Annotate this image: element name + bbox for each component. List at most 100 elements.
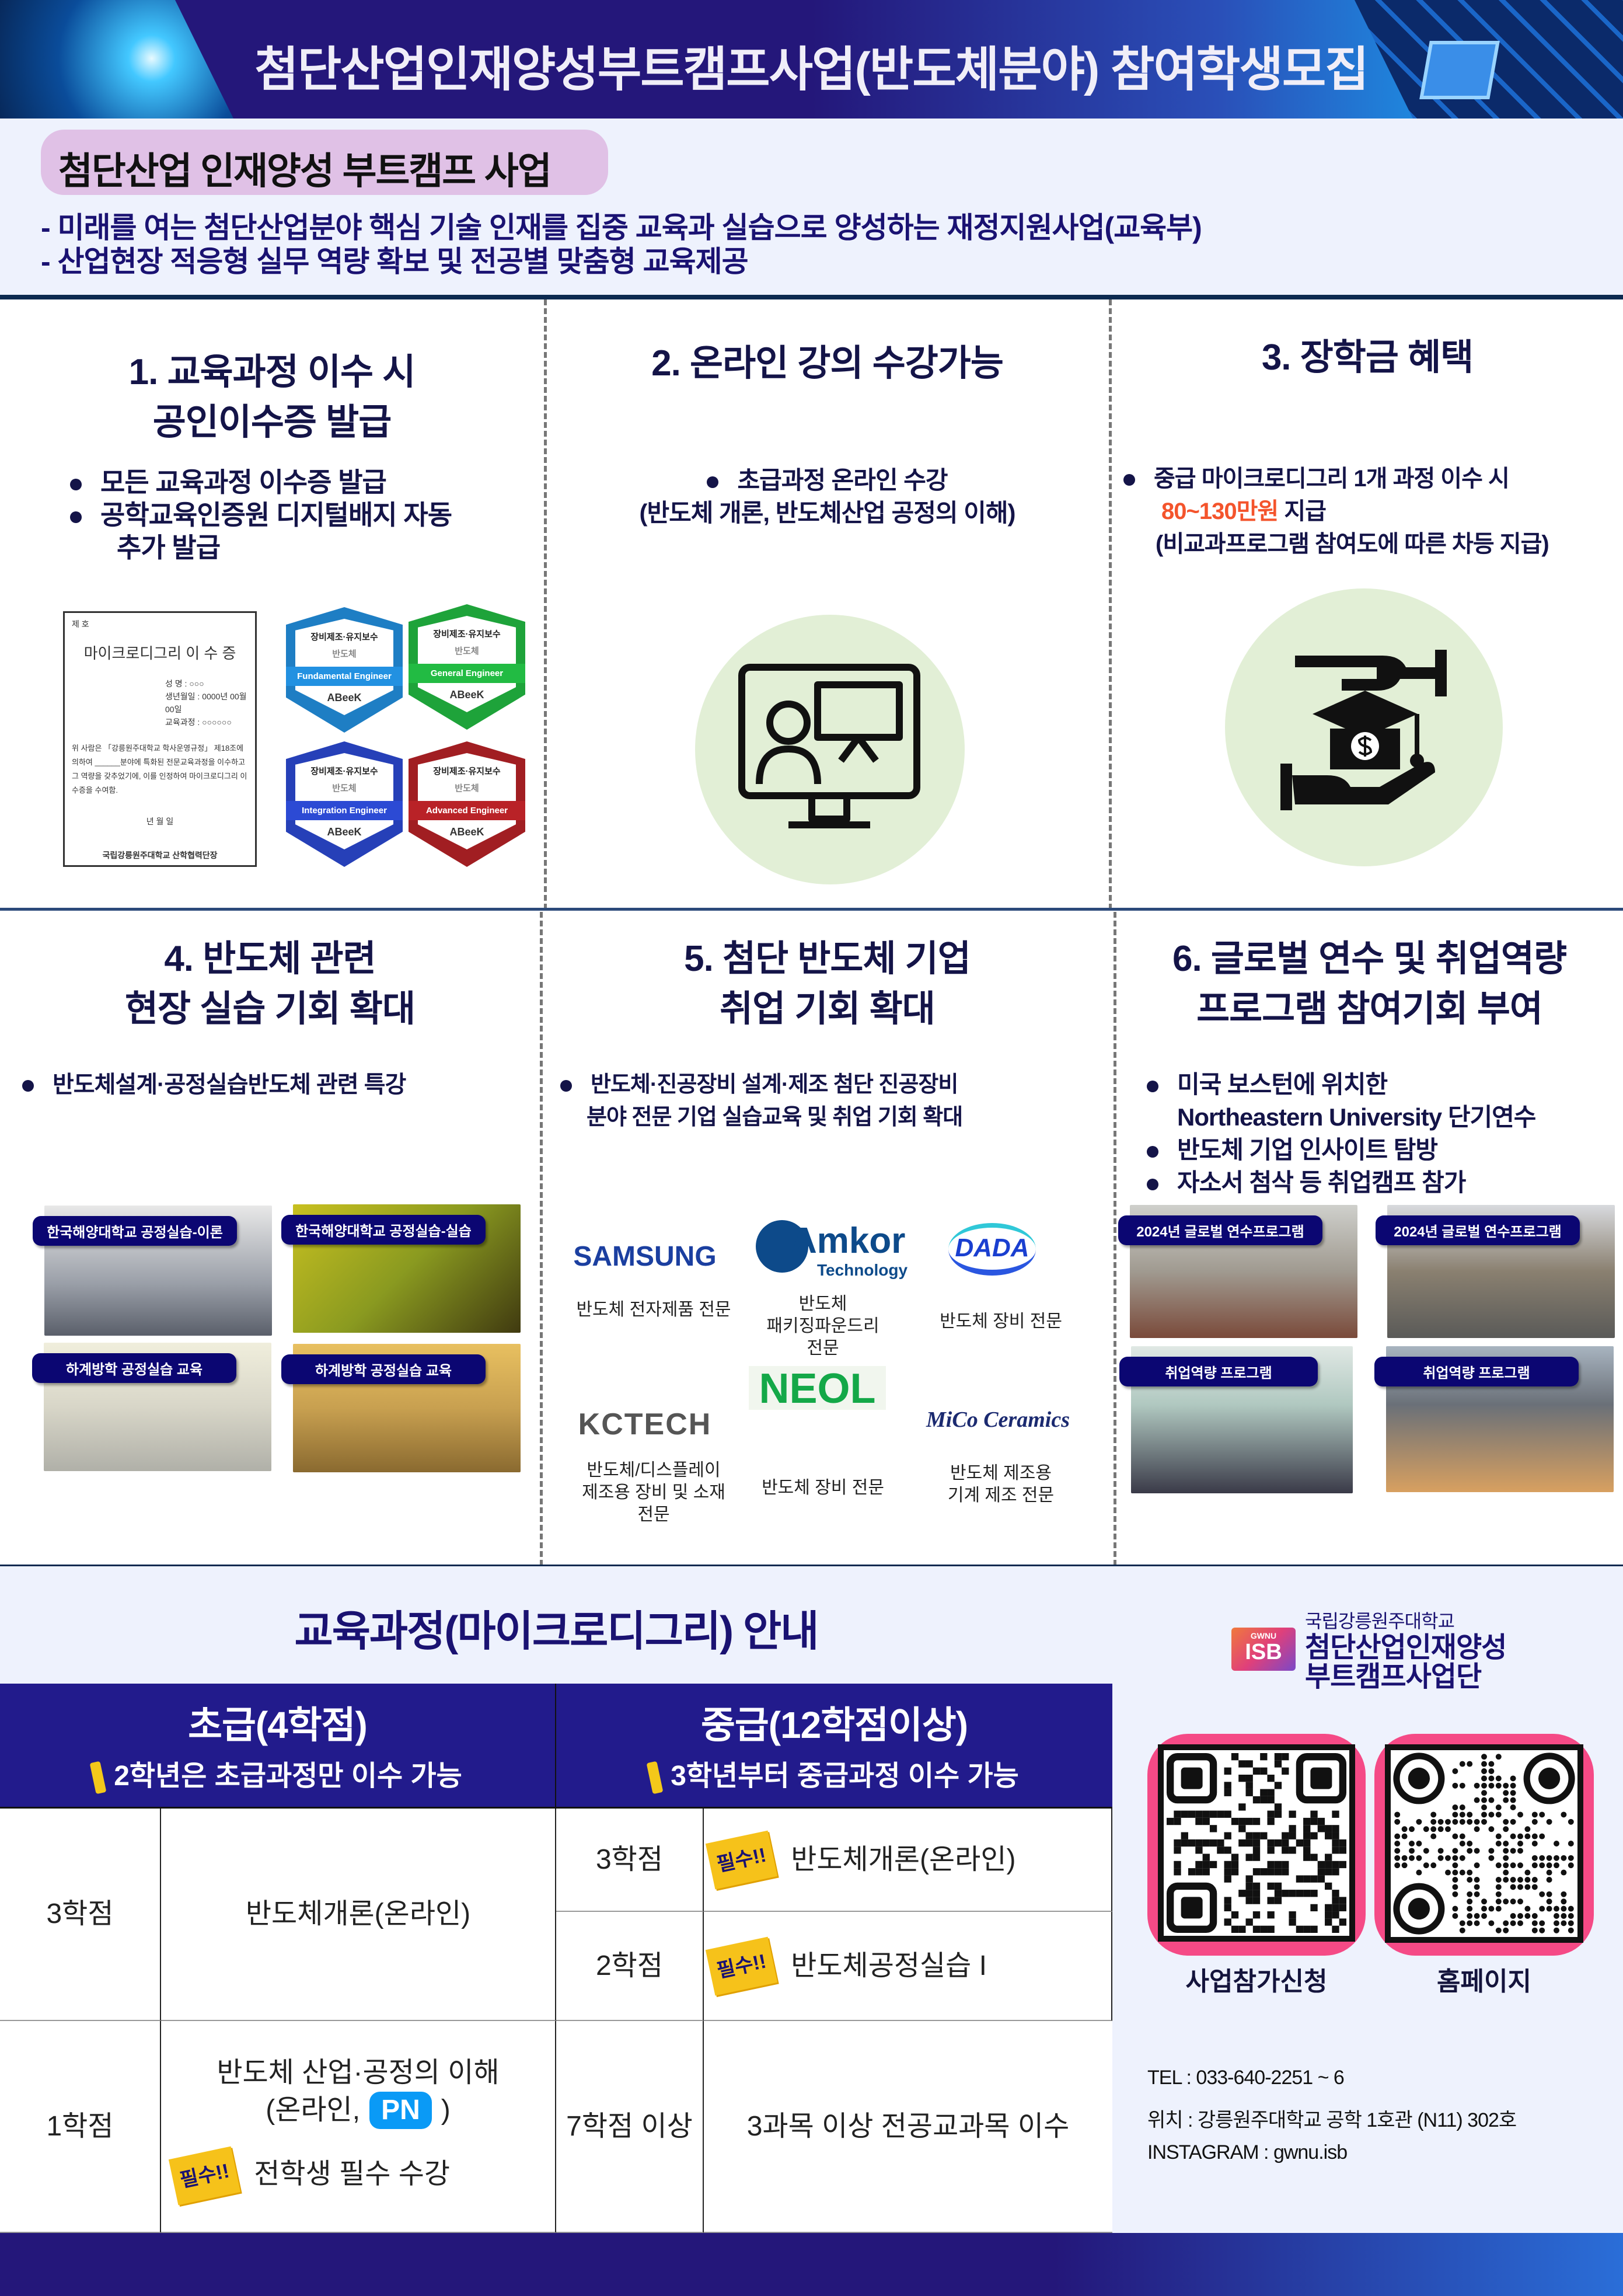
- title-line: 5. 첨단 반도체 기업: [684, 939, 971, 979]
- badge-top: 장비제조·유지보수: [433, 767, 501, 776]
- amkor-name: Amkor: [791, 1221, 906, 1261]
- bullet-list: 반도체·진공장비 설계·제조 첨단 진공장비 분야 전문 기업 실습교육 및 취…: [560, 1068, 963, 1134]
- bullet-text: 지급: [1284, 499, 1327, 524]
- cert-issuer: 국립강릉원주대학교 산학협력단장: [102, 851, 218, 860]
- bullet-text: 중급 마이크로디그리 1개 과정 이수 시: [1154, 466, 1510, 492]
- qr-apply[interactable]: [1147, 1734, 1366, 1956]
- bullet-text: 반도체 기업 인사이트 탐방: [1177, 1136, 1438, 1163]
- bullet-text: 반도체설계·공정실습반도체 관련 특강: [53, 1072, 406, 1098]
- section-5-title: 5. 첨단 반도체 기업 취업 기회 확대: [543, 934, 1112, 1034]
- contact-location: 위치 : 강릉원주대학교 공학 1호관 (N11) 302호: [1147, 2109, 1517, 2131]
- subject-cell: 3과목 이상 전공교과목 이수: [704, 2021, 1112, 2233]
- badge-label: Integration Engineer: [286, 801, 403, 820]
- badge-top: 장비제조·유지보수: [310, 767, 378, 776]
- title-line: 4. 반도체 관련: [164, 939, 376, 979]
- subject-text: 반도체 산업·공정의 이해: [217, 2057, 500, 2088]
- photo-label: 하계방학 공정실습 교육: [281, 1354, 486, 1384]
- required-badge: 필수!!: [168, 2146, 241, 2205]
- footer-bar: [0, 2233, 1623, 2296]
- bullet-list: 미국 보스턴에 위치한 Northeastern University 단기연수…: [1147, 1068, 1536, 1199]
- scholarship-illustration: [1225, 588, 1503, 866]
- bullet-text: (비교과프로그램 참여도에 따른 차등 지급): [1156, 531, 1549, 557]
- badge-brand: ABeeK: [449, 689, 484, 701]
- intro-line: - 미래를 여는 첨단산업분야 핵심 기술 인재를 집중 교육과 실습으로 양성…: [41, 211, 1202, 244]
- bullet-text: 공학교육인증원 디지털배지 자동: [100, 500, 452, 530]
- bullet-text: 분야 전문 기업 실습교육 및 취업 기회 확대: [587, 1105, 963, 1130]
- photo-label: 한국해양대학교 공정실습-이론: [33, 1216, 237, 1246]
- course-title: 교육과정(마이크로디그리) 안내: [294, 1608, 819, 1655]
- photo-label: 하계방학 공정실습 교육: [32, 1353, 236, 1383]
- section-2-title: 2. 온라인 강의 수강가능: [651, 343, 1004, 384]
- photo-label: 2024년 글로벌 연수프로그램: [1376, 1215, 1580, 1245]
- badge-sub: 반도체: [332, 783, 357, 793]
- program-name-pill: 첨단산업 인재양성 부트캠프 사업: [41, 130, 608, 195]
- dada-logo: DADA: [948, 1223, 1036, 1276]
- cert-date: 년 월 일: [146, 817, 174, 826]
- cert-name: 성 명 : ○○○: [165, 679, 204, 688]
- gwnu-isb-logo: GWNU ISB: [1231, 1617, 1296, 1681]
- contact-instagram[interactable]: INSTAGRAM : gwnu.isb: [1147, 2141, 1348, 2163]
- column-divider: [1114, 912, 1116, 1566]
- credit-cell: 2학점: [556, 1912, 704, 2021]
- intro-line: - 산업현장 적응형 실무 역량 확보 및 전공별 맞춤형 교육제공: [41, 245, 749, 278]
- page-title: 첨단산업인재양성부트캠프사업(반도체분야) 참여학생모집: [254, 43, 1369, 96]
- column-divider: [540, 912, 543, 1566]
- divider: [0, 1807, 1112, 1809]
- org-line: 부트캠프사업단: [1305, 1661, 1482, 1692]
- bullet-text: 반도체·진공장비 설계·제조 첨단 진공장비: [591, 1072, 958, 1097]
- divider: [0, 908, 1623, 911]
- company-desc: 반도체 장비 전문: [762, 1478, 884, 1497]
- logo-text: ISB: [1245, 1640, 1282, 1664]
- intermediate-header: 중급(12학점이상): [700, 1704, 968, 1746]
- qr-homepage[interactable]: [1374, 1734, 1594, 1956]
- bullet-list: 반도체설계·공정실습반도체 관련 특강: [22, 1068, 406, 1101]
- section-6-title: 6. 글로벌 연수 및 취업역량 프로그램 참여기회 부여: [1116, 934, 1623, 1034]
- photo-label: 취업역량 프로그램: [1119, 1357, 1318, 1386]
- credit-cell: 1학점: [0, 2021, 161, 2233]
- subject-text: ): [441, 2094, 451, 2126]
- digital-badge: 장비제조·유지보수 반도체 Fundamental Engineer ABeeK: [286, 607, 403, 733]
- company-desc: 반도체/디스플레이 제조용 장비 및 소재 전문: [582, 1461, 725, 1524]
- photo-label: 한국해양대학교 공정실습-실습: [281, 1215, 486, 1245]
- subject-text: (온라인,: [266, 2094, 361, 2126]
- kctech-logo: KCTECH: [578, 1407, 712, 1441]
- title-line: 취업 기회 확대: [720, 989, 936, 1029]
- bullet-list: 초급과정 온라인 수강 (반도체 개론, 반도체산업 공정의 이해): [546, 464, 1109, 529]
- credit-cell: 7학점 이상: [556, 2021, 704, 2233]
- badge-sub: 반도체: [332, 649, 357, 659]
- bullet-text: Northeastern University 단기연수: [1177, 1103, 1536, 1131]
- column-divider: [1109, 299, 1112, 910]
- qr-code-icon: [1385, 1744, 1583, 1943]
- digital-badge: 장비제조·유지보수 반도체 General Engineer ABeeK: [409, 604, 525, 730]
- badge-sub: 반도체: [455, 646, 479, 656]
- amkor-logo: Amkor Technology: [724, 1220, 916, 1284]
- bullet-text: 추가 발급: [117, 532, 221, 563]
- badge-label: Advanced Engineer: [409, 801, 525, 820]
- badge-label: General Engineer: [409, 664, 525, 683]
- cert-birth: 생년월일 : 0000년 00월 00일: [165, 692, 247, 714]
- bullet-text: 미국 보스턴에 위치한: [1177, 1071, 1388, 1098]
- contact-tel: TEL : 033-640-2251 ~ 6: [1147, 2067, 1345, 2089]
- qr-label: 홈페이지: [1437, 1967, 1531, 1996]
- header-banner: [0, 0, 1623, 119]
- neol-logo: NEOL: [749, 1366, 886, 1412]
- title-line: 1. 교육과정 이수 시: [128, 352, 416, 392]
- section-4-title: 4. 반도체 관련 현장 실습 기회 확대: [0, 934, 540, 1034]
- light-tunnel-image: [0, 0, 233, 119]
- credit-cell: 3학점: [0, 1809, 161, 2021]
- certificate-image: 제 호 마이크로디그리 이 수 증 성 명 : ○○○ 생년월일 : 0000년…: [63, 611, 257, 867]
- company-desc: 반도체 전자제품 전문: [576, 1300, 731, 1319]
- bullet-text: 모든 교육과정 이수증 발급: [100, 467, 387, 497]
- samsung-logo: SAMSUNG: [573, 1241, 717, 1272]
- section-1-title: 1. 교육과정 이수 시 공인이수증 발급: [0, 347, 544, 448]
- divider: [0, 295, 1623, 299]
- exclamation-icon: [646, 1761, 664, 1795]
- cert-body: 위 사람은 「강릉원주대학교 학사운영규정」 제18조에 의하여 ______분…: [72, 744, 247, 795]
- subject-cell: 필수!!반도체공정실습 I: [704, 1912, 1112, 2021]
- scholarship-amount: 80~130만원: [1161, 499, 1279, 524]
- required-text: 전학생 필수 수강: [254, 2158, 451, 2190]
- basic-note: 2학년은 초급과정만 이수 가능: [114, 1761, 462, 1792]
- scholarship-hand-icon: [1280, 650, 1447, 810]
- cert-course: 교육과정 : ○○○○○○: [165, 717, 232, 727]
- badge-sub: 반도체: [455, 783, 479, 793]
